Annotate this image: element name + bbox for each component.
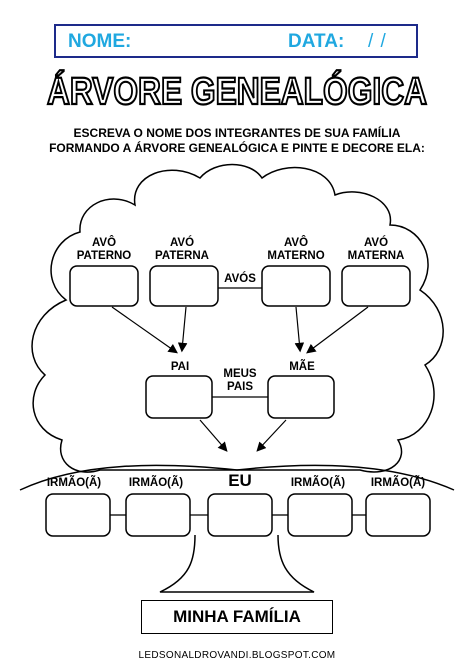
grandparent-2-line1: AVÓ [170,236,194,249]
arrow-avo-paterno [111,306,178,354]
sibling-3-label: IRMÃO(Ã) [291,476,345,489]
grandparent-1-line2: PATERNO [77,250,132,262]
sibling-branch [19,464,455,491]
sibling-box-2[interactable] [125,493,191,537]
arrow-avo-materno [294,306,305,353]
sibling-box-1[interactable] [45,493,111,537]
parent-box-pai[interactable] [145,375,213,419]
grandparents-label: AVÓS [224,272,256,285]
instructions: ESCREVA O NOME DOS INTEGRANTES DE SUA FA… [20,126,454,156]
sibling-1-label: IRMÃO(Ã) [47,476,101,489]
sibling-2-label: IRMÃO(Ã) [129,476,183,489]
grandparent-4-line1: AVÓ [364,236,388,249]
sibling-box-3[interactable] [287,493,353,537]
page-title-text: ÁRVORE GENEALÓGICA [47,69,427,113]
me-label: EU [228,471,252,490]
sibling-4-label: IRMÃO(Ã) [371,476,425,489]
grandparent-2-line2: PATERNA [155,250,209,262]
grandparent-box-1[interactable] [69,265,139,307]
arrow-pai-eu [199,419,228,452]
date-value: / / [368,31,387,52]
tree-canopy [31,163,444,473]
arrow-avo-paterna [177,306,188,353]
sibling-box-4[interactable] [365,493,431,537]
grandparent-box-3[interactable] [261,265,331,307]
date-label: DATA: [288,31,345,52]
instructions-line-2: FORMANDO A ÁRVORE GENEALÓGICA E PINTE E … [49,141,425,155]
grandparent-3-line2: MATERNO [267,250,324,262]
parent-1-label: PAI [171,361,189,373]
grandparent-4-line2: MATERNA [348,250,405,262]
parent-box-mae[interactable] [267,375,335,419]
family-label-box: MINHA FAMÍLIA [141,600,333,634]
arrow-avo-materna [306,306,369,354]
header-box: NOME: DATA: / / [54,24,418,58]
grandparent-1-line1: AVÔ [92,236,116,249]
parents-label-line1: MEUS [223,368,257,380]
arrow-mae-eu [256,419,287,452]
site-url: LEDSONALDROVANDI.BLOGSPOT.COM [138,650,336,661]
grandparent-3-line1: AVÔ [284,236,308,249]
tree-trunk [159,534,315,593]
grandparent-box-4[interactable] [341,265,411,307]
grandparent-box-2[interactable] [149,265,219,307]
name-label: NOME: [68,31,132,52]
me-box[interactable] [207,493,273,537]
parent-2-label: MÃE [289,360,315,373]
instructions-line-1: ESCREVA O NOME DOS INTEGRANTES DE SUA FA… [73,126,401,140]
page-title: ÁRVORE GENEALÓGICA [0,62,474,118]
parents-label-line2: PAIS [227,381,253,393]
